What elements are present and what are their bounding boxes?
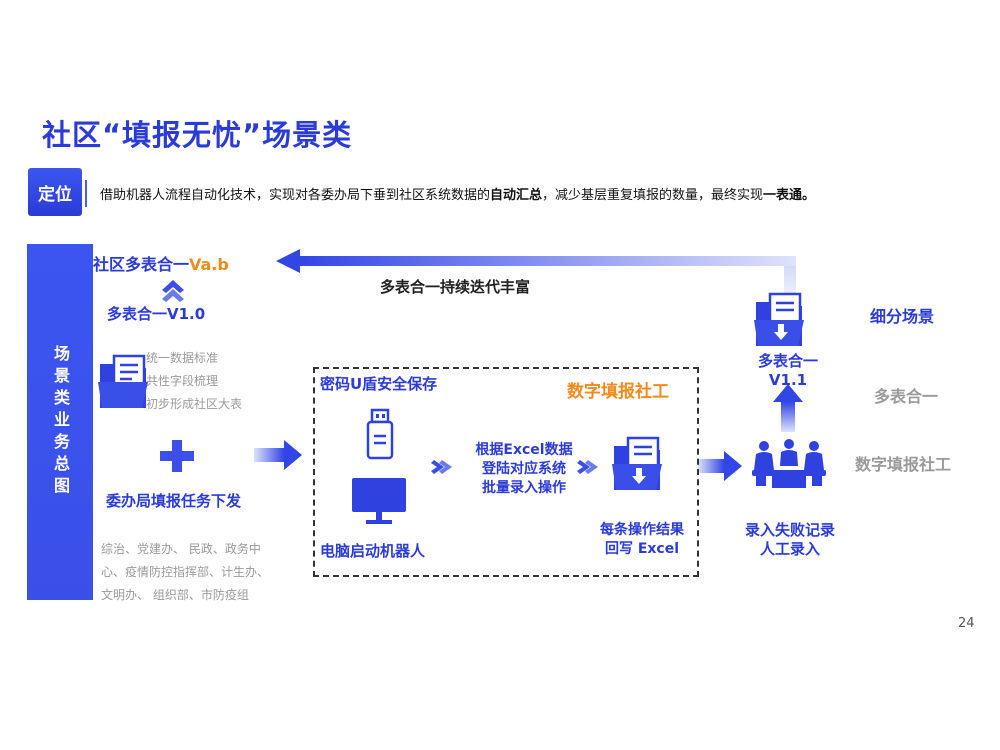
document-folder-icon: [612, 436, 662, 490]
department-line: 心、疫情防控指挥部、计生办、: [101, 565, 270, 579]
v10-label: 多表合一V1.0: [107, 305, 206, 323]
document-folder-icon: [754, 292, 804, 346]
iteration-label: 多表合一持续迭代丰富: [380, 278, 531, 296]
usb-key-icon: [366, 408, 394, 460]
scenario-item[interactable]: 数字填报社工: [855, 455, 952, 474]
pc-label: 电脑启动机器人: [320, 542, 426, 560]
page-title: 社区“填报无忧”场景类: [42, 118, 353, 152]
people-meeting-icon: [752, 439, 826, 488]
sidebar-label: 场景类业务总图: [51, 345, 70, 499]
department-line: 综治、党建办、 民政、政务中: [101, 542, 261, 556]
digital-filler-title: 数字填报社工: [567, 382, 669, 402]
feature-item: 初步形成社区大表: [146, 397, 243, 411]
result-description: 每条操作结果 回写 Excel: [600, 522, 684, 557]
chevron-up-icon: [162, 280, 184, 302]
v11-label: 多表合一 V1.1: [757, 352, 818, 389]
scenario-item[interactable]: 多表合一: [874, 387, 939, 406]
positioning-description: 借助机器人流程自动化技术，实现对各委办局下垂到社区系统数据的自动汇总，减少基层重…: [100, 188, 816, 203]
arrow-right-icon: [254, 440, 302, 470]
plus-icon: [160, 440, 194, 472]
feature-item: 统一数据标准: [146, 351, 219, 365]
department-line: 文明办、 组织部、市防疫组: [101, 588, 249, 602]
sidebar-panel: 场景类业务总图: [27, 244, 93, 600]
feature-item: 共性字段梳理: [146, 374, 219, 388]
chevron-right-icon: [577, 460, 598, 474]
task-dispatch-label: 委办局填报任务下发: [106, 492, 242, 510]
top-feedback-arrow: [276, 249, 796, 296]
monitor-icon: [352, 478, 406, 524]
chevron-right-icon: [431, 460, 452, 474]
arrow-right-icon: [698, 451, 742, 481]
arrow-up-icon: [773, 384, 803, 432]
page-number: 24: [958, 616, 975, 631]
document-folder-icon: [98, 354, 148, 408]
community-multi-table-label: 社区多表合一Va.b: [93, 255, 229, 274]
positioning-tag: 定位: [28, 168, 82, 216]
tag-divider: [85, 180, 87, 207]
scenario-item-active[interactable]: 细分场景: [870, 307, 935, 326]
step-description: 根据Excel数据 登陆对应系统 批量录入操作: [475, 442, 573, 496]
failure-record-label: 录入失败记录 人工录入: [744, 521, 835, 558]
digital-filler-box: [313, 367, 699, 577]
usb-label: 密码U盾安全保存: [320, 375, 438, 393]
